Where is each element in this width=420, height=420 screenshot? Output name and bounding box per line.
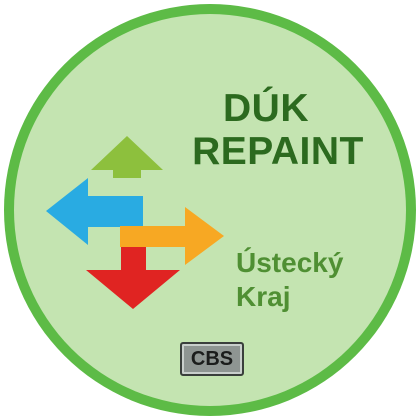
region-line-1: Ústecký [236, 247, 344, 278]
arrow-right-icon [120, 207, 224, 265]
title-line-2: REPAINT [192, 130, 364, 173]
arrow-up-icon [91, 136, 163, 178]
arrow-down-icon [86, 245, 180, 309]
region-line-2: Kraj [236, 281, 291, 312]
cbs-logo: CBS [180, 342, 244, 376]
title-line-1: DÚK [223, 87, 309, 130]
arrow-left-icon [46, 178, 143, 245]
